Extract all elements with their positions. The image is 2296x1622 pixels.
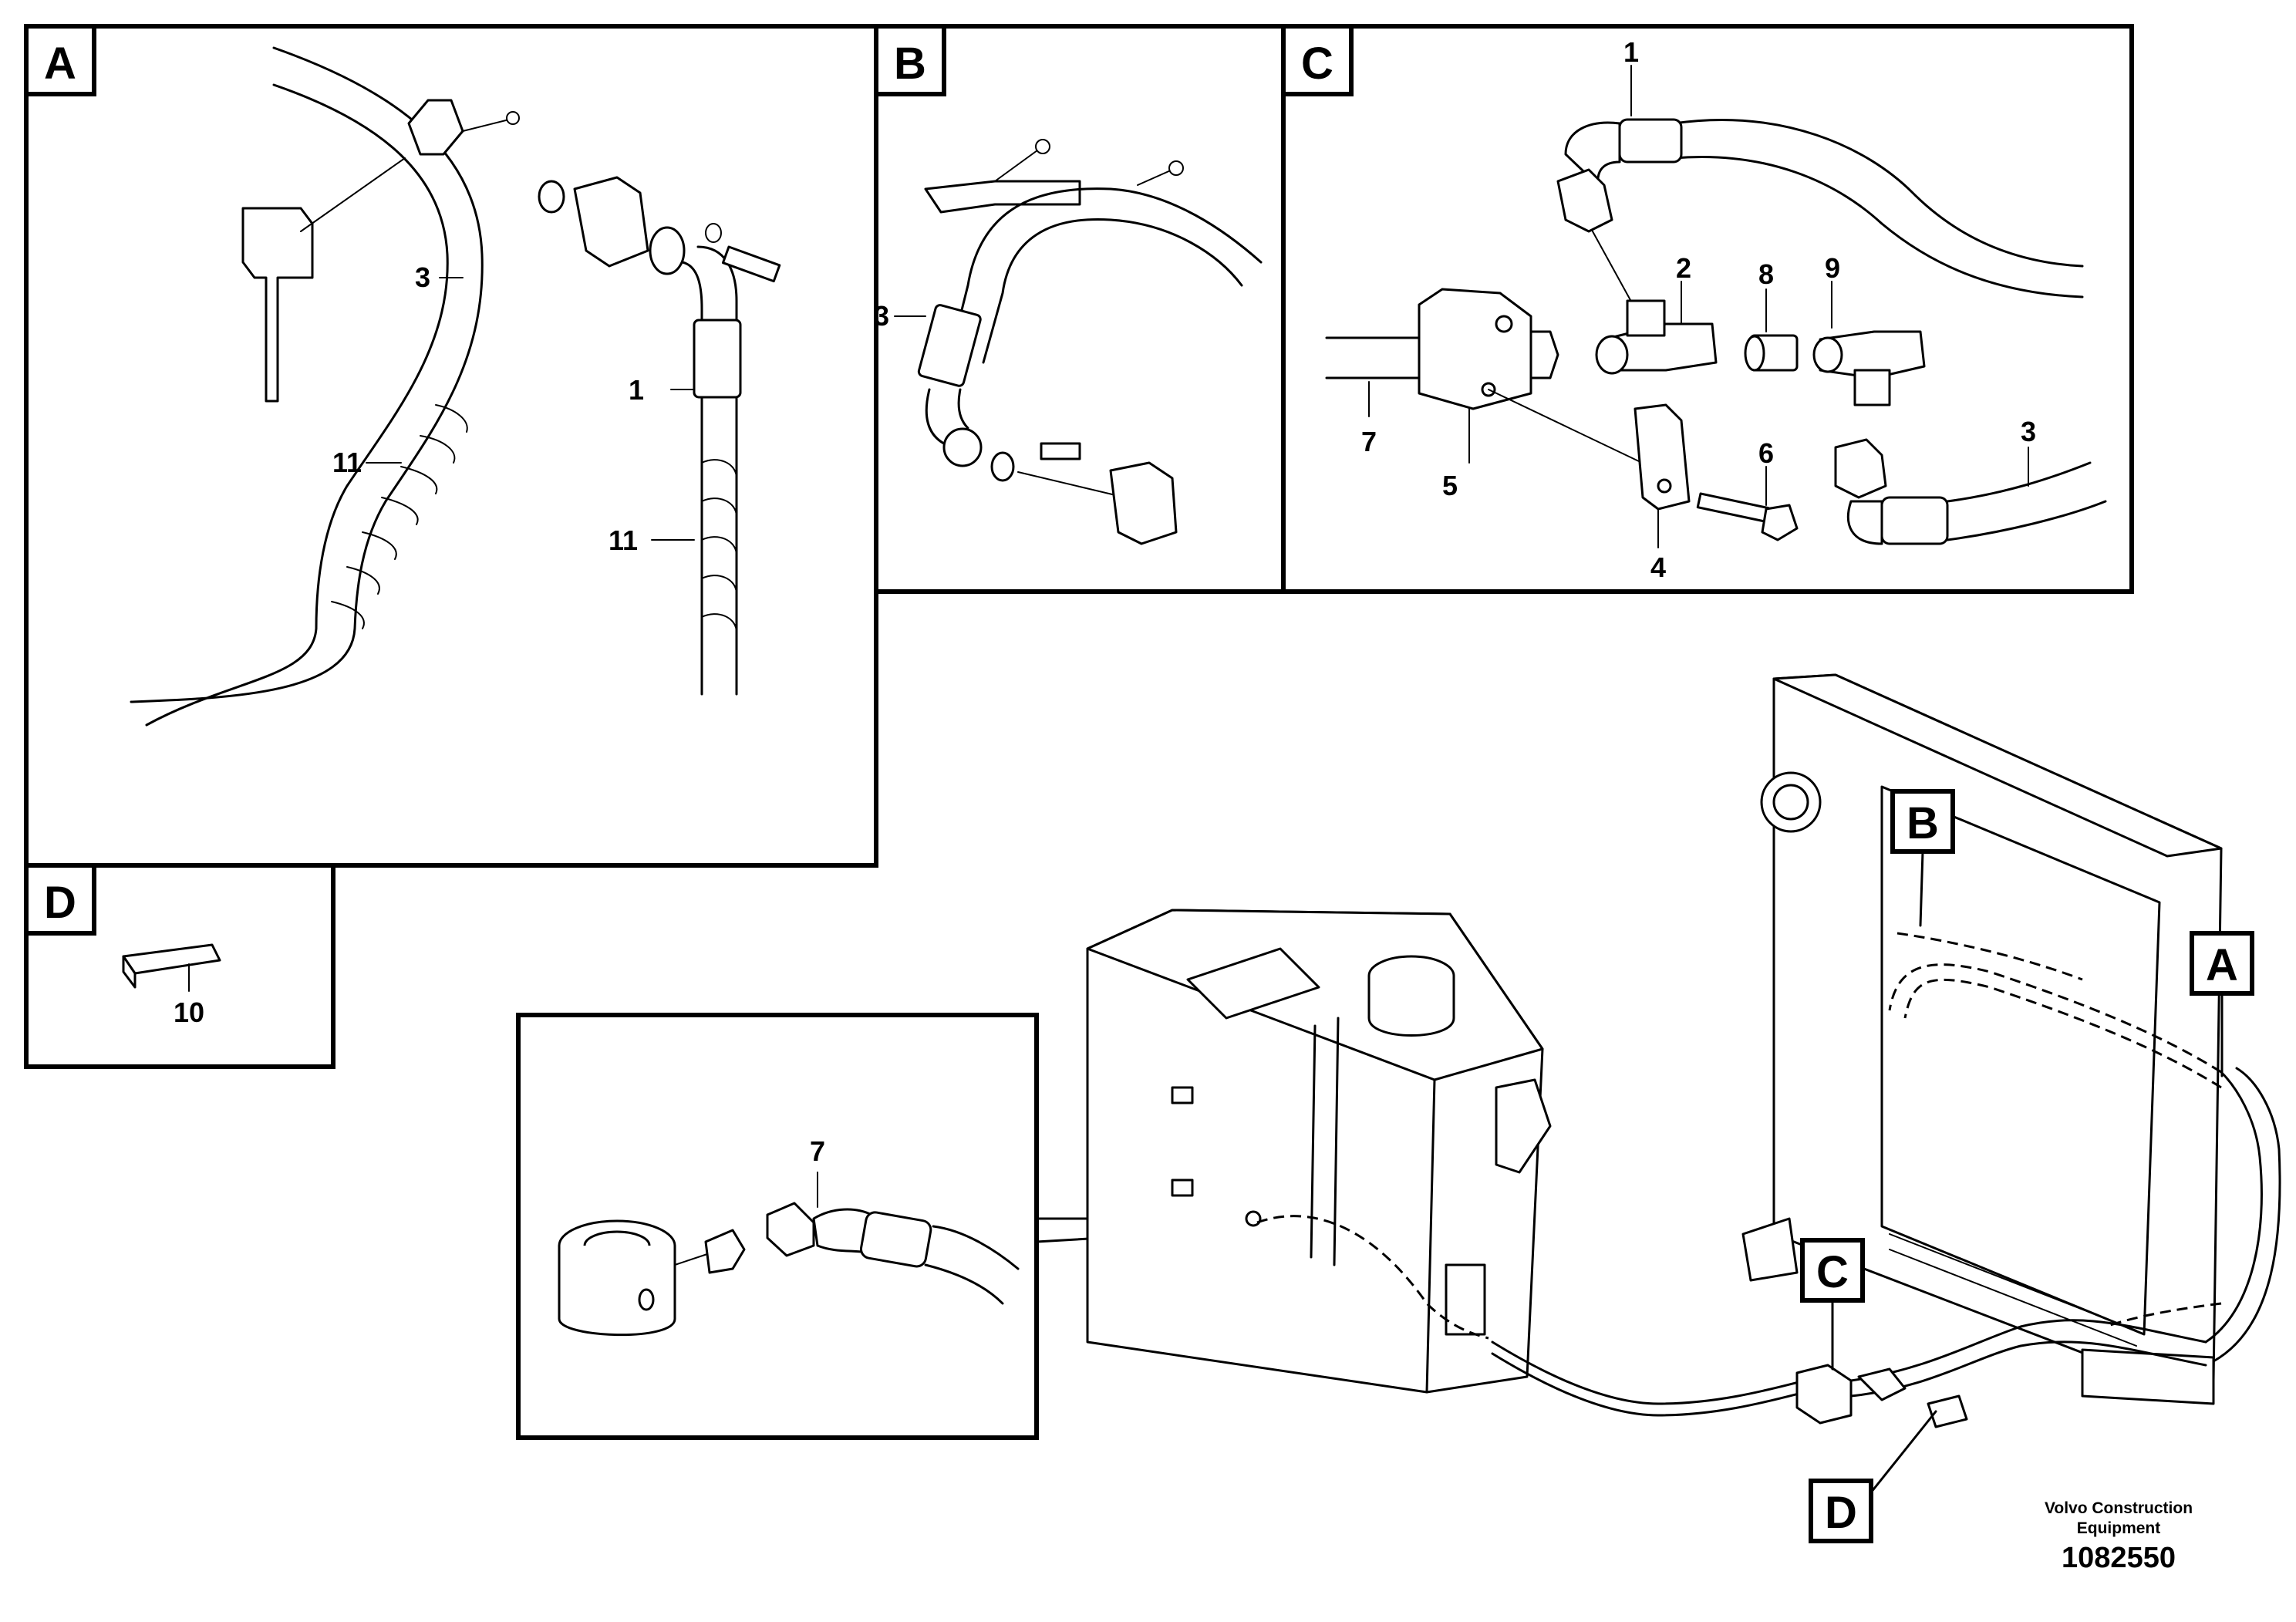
callout-a-11-left: 11 <box>332 447 362 478</box>
oil-cooler-radiator <box>1741 673 2223 1405</box>
panel-b-tag: B <box>894 39 926 89</box>
callout-c-6: 6 <box>1758 437 1774 469</box>
svg-text:A: A <box>2206 940 2238 990</box>
marker-d: D <box>1809 1410 1937 1543</box>
callout-c-7: 7 <box>1361 426 1377 457</box>
callout-a-1: 1 <box>629 374 644 406</box>
panel-b: B 3 <box>874 24 1286 594</box>
panel-a-bracket <box>241 207 314 403</box>
location-markers: B A C D <box>1800 789 2254 1543</box>
panel-a-hose-ferrule <box>693 319 742 399</box>
panel-c-plate-4 <box>1633 403 1691 511</box>
panel-b-o-ring <box>990 451 1015 482</box>
callout-c-1: 1 <box>1623 36 1639 68</box>
route-tank-dashed <box>1256 1215 1489 1340</box>
panel-c-hose-3-outer <box>1946 461 2092 503</box>
callout-d-10: 10 <box>174 996 204 1028</box>
panel-a-spiral-left <box>331 404 468 629</box>
tank-cover <box>1186 947 1320 1020</box>
callout-c-5: 5 <box>1442 470 1458 501</box>
radiator-foot <box>2081 1348 2215 1405</box>
panel-c-hose-1-nut <box>1556 168 1613 233</box>
marker-b: B <box>1890 789 1955 927</box>
brand-line-1: Volvo Construction <box>2045 1499 2193 1517</box>
radiator-core <box>1880 785 2161 1336</box>
callout-detail-7: 7 <box>810 1135 825 1167</box>
panel-c-hose-3-ferrule <box>1880 496 1949 545</box>
panel-b-ferrule <box>917 304 982 387</box>
panel-a-spiral-right <box>701 459 737 633</box>
callout-c-4: 4 <box>1650 551 1666 583</box>
route-block-to-cooler <box>1849 1319 2207 1382</box>
svg-text:C: C <box>1816 1247 1849 1297</box>
panel-b-hose-outer <box>947 187 1112 364</box>
panel-c: C <box>1281 24 2134 594</box>
panel-c-tag: C <box>1301 39 1333 89</box>
panel-b-elbow <box>942 427 983 467</box>
detail-inset: 7 <box>516 1013 1236 1440</box>
hose-routes <box>1256 932 2281 1428</box>
part-number: 1082550 <box>2062 1542 2176 1574</box>
panel-c-tag-box <box>1281 24 1354 96</box>
callout-a-3: 3 <box>415 261 430 293</box>
marker-a: A <box>2190 931 2254 1077</box>
panel-c-hose-1-ferrule <box>1618 118 1683 164</box>
panel-a-flange <box>573 176 649 268</box>
callout-c-2: 2 <box>1676 252 1691 284</box>
tank-top <box>1086 909 1544 1081</box>
panel-a-bolt <box>506 111 520 125</box>
tank-bracket <box>1495 1078 1552 1174</box>
route-tank-to-block <box>1491 1340 1806 1405</box>
panel-a-hose-right-inner <box>681 261 703 696</box>
callout-a-11-right: 11 <box>609 524 638 556</box>
marker-c: C <box>1800 1238 1865 1371</box>
detail-hose-top <box>932 1225 1020 1270</box>
panel-b-flange <box>1109 461 1178 545</box>
panel-d: D 10 <box>24 863 335 1069</box>
panel-b-tag-box <box>874 24 946 96</box>
footer-branding: Volvo Construction Equipment 1082550 <box>2045 1499 2193 1574</box>
callout-b-3: 3 <box>874 300 889 332</box>
panel-a-o-ring <box>538 180 565 214</box>
radiator-top-rail <box>1772 673 2223 858</box>
panel-a: A <box>24 24 878 868</box>
callout-c-8: 8 <box>1758 258 1774 290</box>
detail-boss <box>558 1246 676 1337</box>
panel-b-hose-upper-a <box>1109 187 1263 264</box>
panel-a-tag-box <box>24 24 96 96</box>
panel-a-flange-bolt <box>721 245 781 283</box>
panel-d-tag: D <box>44 878 76 928</box>
route-fitting-block <box>1795 1364 1853 1425</box>
svg-text:D: D <box>1825 1488 1857 1538</box>
panel-c-hose-1-outer <box>1672 119 2084 268</box>
panel-a-hose-left-outer <box>130 46 484 703</box>
svg-text:B: B <box>1907 798 1939 848</box>
panel-a-tag: A <box>44 39 76 89</box>
detail-ferrule <box>859 1211 932 1268</box>
panel-d-tag-box <box>24 863 96 936</box>
route-cooler-side <box>2204 1071 2263 1344</box>
hydraulic-tank <box>1086 909 1552 1394</box>
panel-c-hose-3-nut <box>1834 438 1887 499</box>
detail-adapter <box>704 1229 746 1274</box>
callout-c-3: 3 <box>2021 416 2036 447</box>
panel-c-block-5 <box>1418 288 1532 410</box>
panel-b-hose-inner <box>982 218 1112 364</box>
detail-nut <box>766 1202 815 1257</box>
panel-a-hose-left-inner <box>145 83 449 727</box>
panel-b-hose-upper-b <box>1109 218 1243 287</box>
detail-hose-bottom <box>924 1263 1004 1305</box>
brand-line-2: Equipment <box>2077 1519 2161 1537</box>
route-upper-dashed <box>1888 963 2222 1074</box>
callout-c-9: 9 <box>1825 252 1840 284</box>
